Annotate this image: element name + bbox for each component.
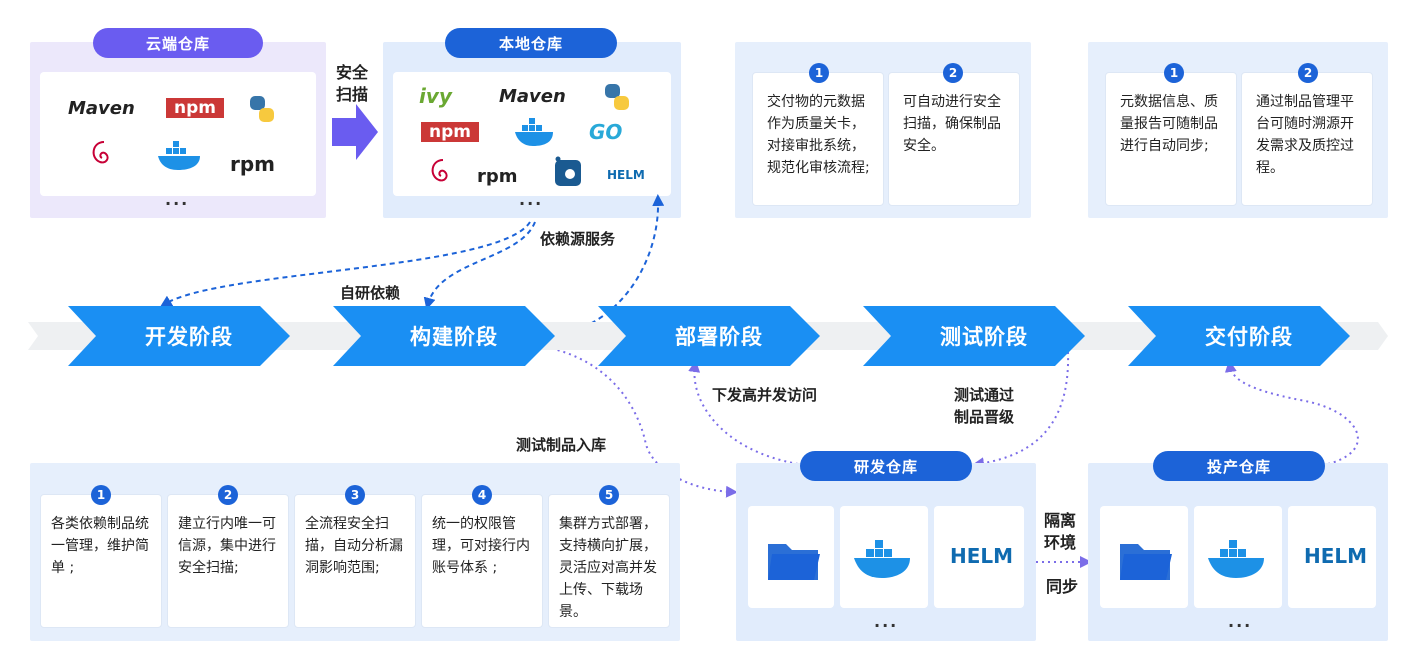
python-logo-local bbox=[601, 82, 633, 116]
badge-1: 1 bbox=[809, 63, 829, 83]
trace-card-2: 2 通过制品管理平台可随时溯源开发需求及质控过程。 bbox=[1241, 63, 1373, 206]
python-icon bbox=[605, 84, 629, 110]
quality-card-1: 1 交付物的元数据作为质量关卡，对接审批系统，规范化审核流程; bbox=[752, 63, 884, 206]
quality-card-2-text: 可自动进行安全扫描，确保制品安全。 bbox=[903, 94, 1001, 154]
stage-delivery-shape bbox=[1128, 306, 1350, 366]
test-promote-label: 测试通过 制品晋级 bbox=[954, 386, 1015, 426]
helm-icon: HELM bbox=[950, 544, 1014, 568]
isolation-label: 隔离 环境 bbox=[1044, 511, 1077, 552]
dev-repo-more: ... bbox=[874, 612, 899, 631]
feature-card-2: 2 建立行内唯一可信源，集中进行安全扫描; bbox=[167, 485, 289, 628]
rpm-logo-local: rpm bbox=[477, 166, 518, 187]
dev-repo-folder-tile bbox=[748, 506, 834, 608]
deploy-access-label: 下发高并发访问 bbox=[712, 386, 818, 404]
feature-card-4-text: 统一的权限管理，可对接行内账号体系 ; bbox=[432, 516, 530, 576]
npm-logo: npm bbox=[166, 98, 224, 118]
feature-card-5: 5 集群方式部署，支持横向扩展，灵活应对高并发上传、下载场景。 bbox=[548, 485, 670, 628]
stage-test-shape bbox=[863, 306, 1085, 366]
stage-build-shape bbox=[333, 306, 555, 366]
badge-3: 3 bbox=[345, 485, 365, 505]
dep-to-dev-line bbox=[159, 221, 531, 308]
swift-logo bbox=[553, 156, 583, 190]
prod-repo-folder-tile bbox=[1100, 506, 1188, 608]
badge-2: 2 bbox=[218, 485, 238, 505]
helm-logo-local: HELM bbox=[607, 168, 645, 182]
maven-logo: Maven bbox=[68, 98, 135, 119]
feature-card-2-text: 建立行内唯一可信源，集中进行安全扫描; bbox=[178, 516, 276, 576]
feature-card-5-text: 集群方式部署，支持横向扩展，灵活应对高并发上传、下载场景。 bbox=[559, 516, 657, 620]
stage-dev-label: 开发阶段 bbox=[145, 325, 233, 349]
badge-2: 2 bbox=[943, 63, 963, 83]
dev-repo-title: 研发仓库 bbox=[800, 451, 972, 481]
cloud-repo-logos: Maven npm rpm bbox=[40, 72, 316, 196]
helm-icon: HELM bbox=[1304, 544, 1368, 568]
python-icon bbox=[250, 96, 274, 122]
badge-5: 5 bbox=[599, 485, 619, 505]
build-to-devrepo-line bbox=[539, 345, 738, 498]
trace-card-1-text: 元数据信息、质量报告可随制品进行自动同步; bbox=[1120, 94, 1218, 154]
local-repo-logos: ivy Maven npm GO rpm HELM bbox=[393, 72, 671, 196]
debian-logo-local bbox=[427, 156, 449, 190]
prod-repo-title: 投产仓库 bbox=[1153, 451, 1325, 481]
badge-1: 1 bbox=[91, 485, 111, 505]
feature-card-3: 3 全流程安全扫描，自动分析漏洞影响范围; bbox=[294, 485, 416, 628]
feature-card-1-text: 各类依赖制品统一管理，维护简单 ; bbox=[51, 516, 149, 576]
feature-card-4: 4 统一的权限管理，可对接行内账号体系 ; bbox=[421, 485, 543, 628]
trace-card-1: 1 元数据信息、质量报告可随制品进行自动同步; bbox=[1105, 63, 1237, 206]
self-dep-label: 自研依赖 bbox=[340, 284, 401, 302]
prodrepo-to-delivery-line bbox=[1224, 360, 1359, 465]
test-inbound-label: 测试制品入库 bbox=[516, 436, 607, 454]
feature-card-1: 1 各类依赖制品统一管理，维护简单 ; bbox=[40, 485, 162, 628]
badge-4: 4 bbox=[472, 485, 492, 505]
stage-build-label: 构建阶段 bbox=[410, 325, 498, 349]
debian-icon bbox=[92, 141, 109, 164]
debian-logo bbox=[88, 138, 112, 172]
docker-icon bbox=[158, 141, 200, 170]
local-repo-more: ... bbox=[519, 190, 544, 209]
stage-deploy-label: 部署阶段 bbox=[675, 325, 763, 349]
folder-icon bbox=[1120, 544, 1172, 580]
folder-icon bbox=[768, 544, 820, 580]
docker-icon bbox=[515, 118, 553, 146]
npm-logo-local: npm bbox=[421, 122, 479, 142]
dev-repo-helm-tile: HELM bbox=[934, 506, 1024, 608]
docker-logo-local bbox=[513, 116, 557, 152]
local-repo-title: 本地仓库 bbox=[445, 28, 617, 58]
maven-logo-local: Maven bbox=[499, 86, 566, 107]
cloud-repo-title: 云端仓库 bbox=[93, 28, 263, 58]
feature-card-3-text: 全流程安全扫描，自动分析漏洞影响范围; bbox=[305, 516, 403, 576]
trace-card-2-text: 通过制品管理平台可随时溯源开发需求及质控过程。 bbox=[1256, 94, 1354, 176]
dev-repo-docker-tile bbox=[840, 506, 928, 608]
badge-2: 2 bbox=[1298, 63, 1318, 83]
dep-to-build-line bbox=[423, 221, 536, 310]
security-scan-arrow bbox=[332, 104, 378, 160]
go-logo: GO bbox=[589, 120, 623, 144]
docker-icon bbox=[1208, 540, 1264, 578]
dep-source-label: 依赖源服务 bbox=[540, 230, 616, 248]
stage-dev-shape bbox=[68, 306, 290, 366]
quality-card-1-text: 交付物的元数据作为质量关卡，对接审批系统，规范化审核流程; bbox=[767, 94, 870, 176]
sync-label: 同步 bbox=[1046, 577, 1079, 596]
docker-logo bbox=[156, 138, 204, 176]
rpm-logo: rpm bbox=[230, 152, 276, 176]
devrepo-to-deploy-line bbox=[688, 360, 799, 465]
prod-repo-helm-tile: HELM bbox=[1288, 506, 1376, 608]
docker-icon bbox=[854, 540, 910, 578]
prod-repo-more: ... bbox=[1228, 612, 1253, 631]
prod-repo-docker-tile bbox=[1194, 506, 1282, 608]
stage-deploy-shape bbox=[598, 306, 820, 366]
swift-icon bbox=[555, 156, 581, 186]
python-logo bbox=[246, 94, 278, 128]
security-scan-label: 安全 扫描 bbox=[335, 63, 368, 104]
ivy-logo: ivy bbox=[419, 84, 452, 108]
debian-icon bbox=[431, 159, 448, 182]
badge-1: 1 bbox=[1164, 63, 1184, 83]
quality-card-2: 2 可自动进行安全扫描，确保制品安全。 bbox=[888, 63, 1020, 206]
stage-test-label: 测试阶段 bbox=[940, 325, 1028, 349]
stage-delivery-label: 交付阶段 bbox=[1205, 325, 1293, 349]
cloud-repo-more: ... bbox=[165, 190, 190, 209]
